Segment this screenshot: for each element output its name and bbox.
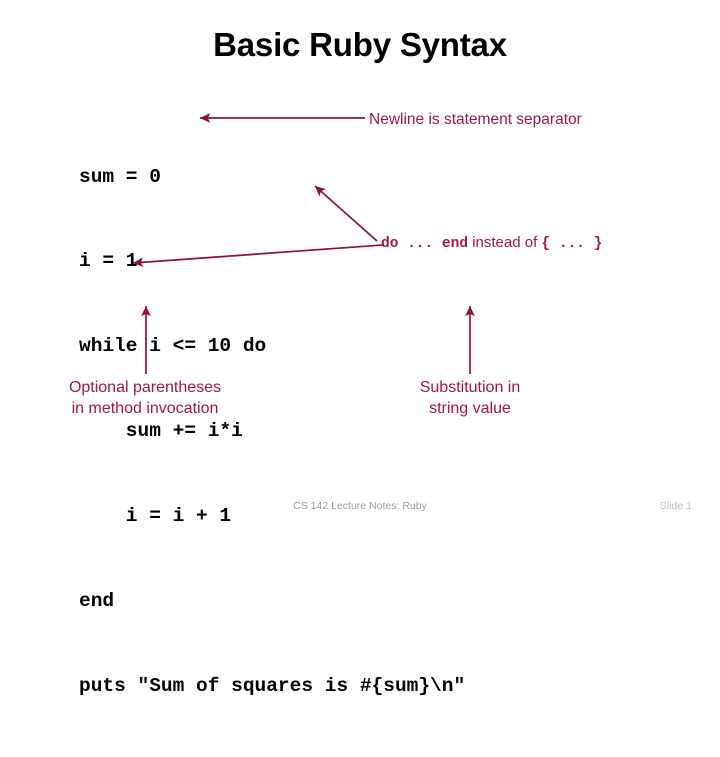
code-line: end (79, 590, 115, 613)
footer-slide-number: Slide 1 (659, 500, 692, 512)
code-line: sum = 0 (79, 165, 161, 188)
code-block: sum = 0 i = 1 while i <= 10 do sum += i*… (79, 106, 465, 757)
code-line: i = 1 (79, 250, 138, 273)
code-line: sum += i*i (79, 420, 243, 443)
annotation-string-substitution-line2: string value (429, 400, 511, 417)
annotation-string-substitution-line1: Substitution in (419, 379, 521, 396)
code-line: puts "Sum of squares is #{sum}\n" (79, 674, 466, 697)
annotation-instead-of-text: instead of (468, 234, 542, 251)
slide-canvas: Basic Ruby Syntax sum = 0 i = 1 while i … (30, 26, 692, 697)
code-line: i = i + 1 (79, 505, 232, 528)
annotation-end-keyword: end (441, 236, 469, 252)
code-line: while i <= 10 do (79, 335, 267, 358)
annotation-do-ellipsis: ... (398, 236, 442, 252)
annotation-brace-block: { ... } (541, 236, 603, 252)
annotation-do-end: do ... end instead of { ... } (381, 233, 602, 254)
annotation-optional-parentheses-line2: in method invocation (71, 400, 219, 417)
page-title: Basic Ruby Syntax (213, 26, 507, 63)
annotation-optional-parentheses-line1: Optional parentheses (68, 379, 222, 396)
annotation-newline-separator: Newline is statement separator (369, 111, 582, 128)
annotation-optional-parentheses: Optional parentheses in method invocatio… (30, 377, 260, 419)
annotation-do-keyword: do (381, 236, 399, 252)
footer-course-note: CS 142 Lecture Notes: Ruby (293, 500, 427, 512)
annotation-string-substitution: Substitution in string value (375, 377, 565, 419)
